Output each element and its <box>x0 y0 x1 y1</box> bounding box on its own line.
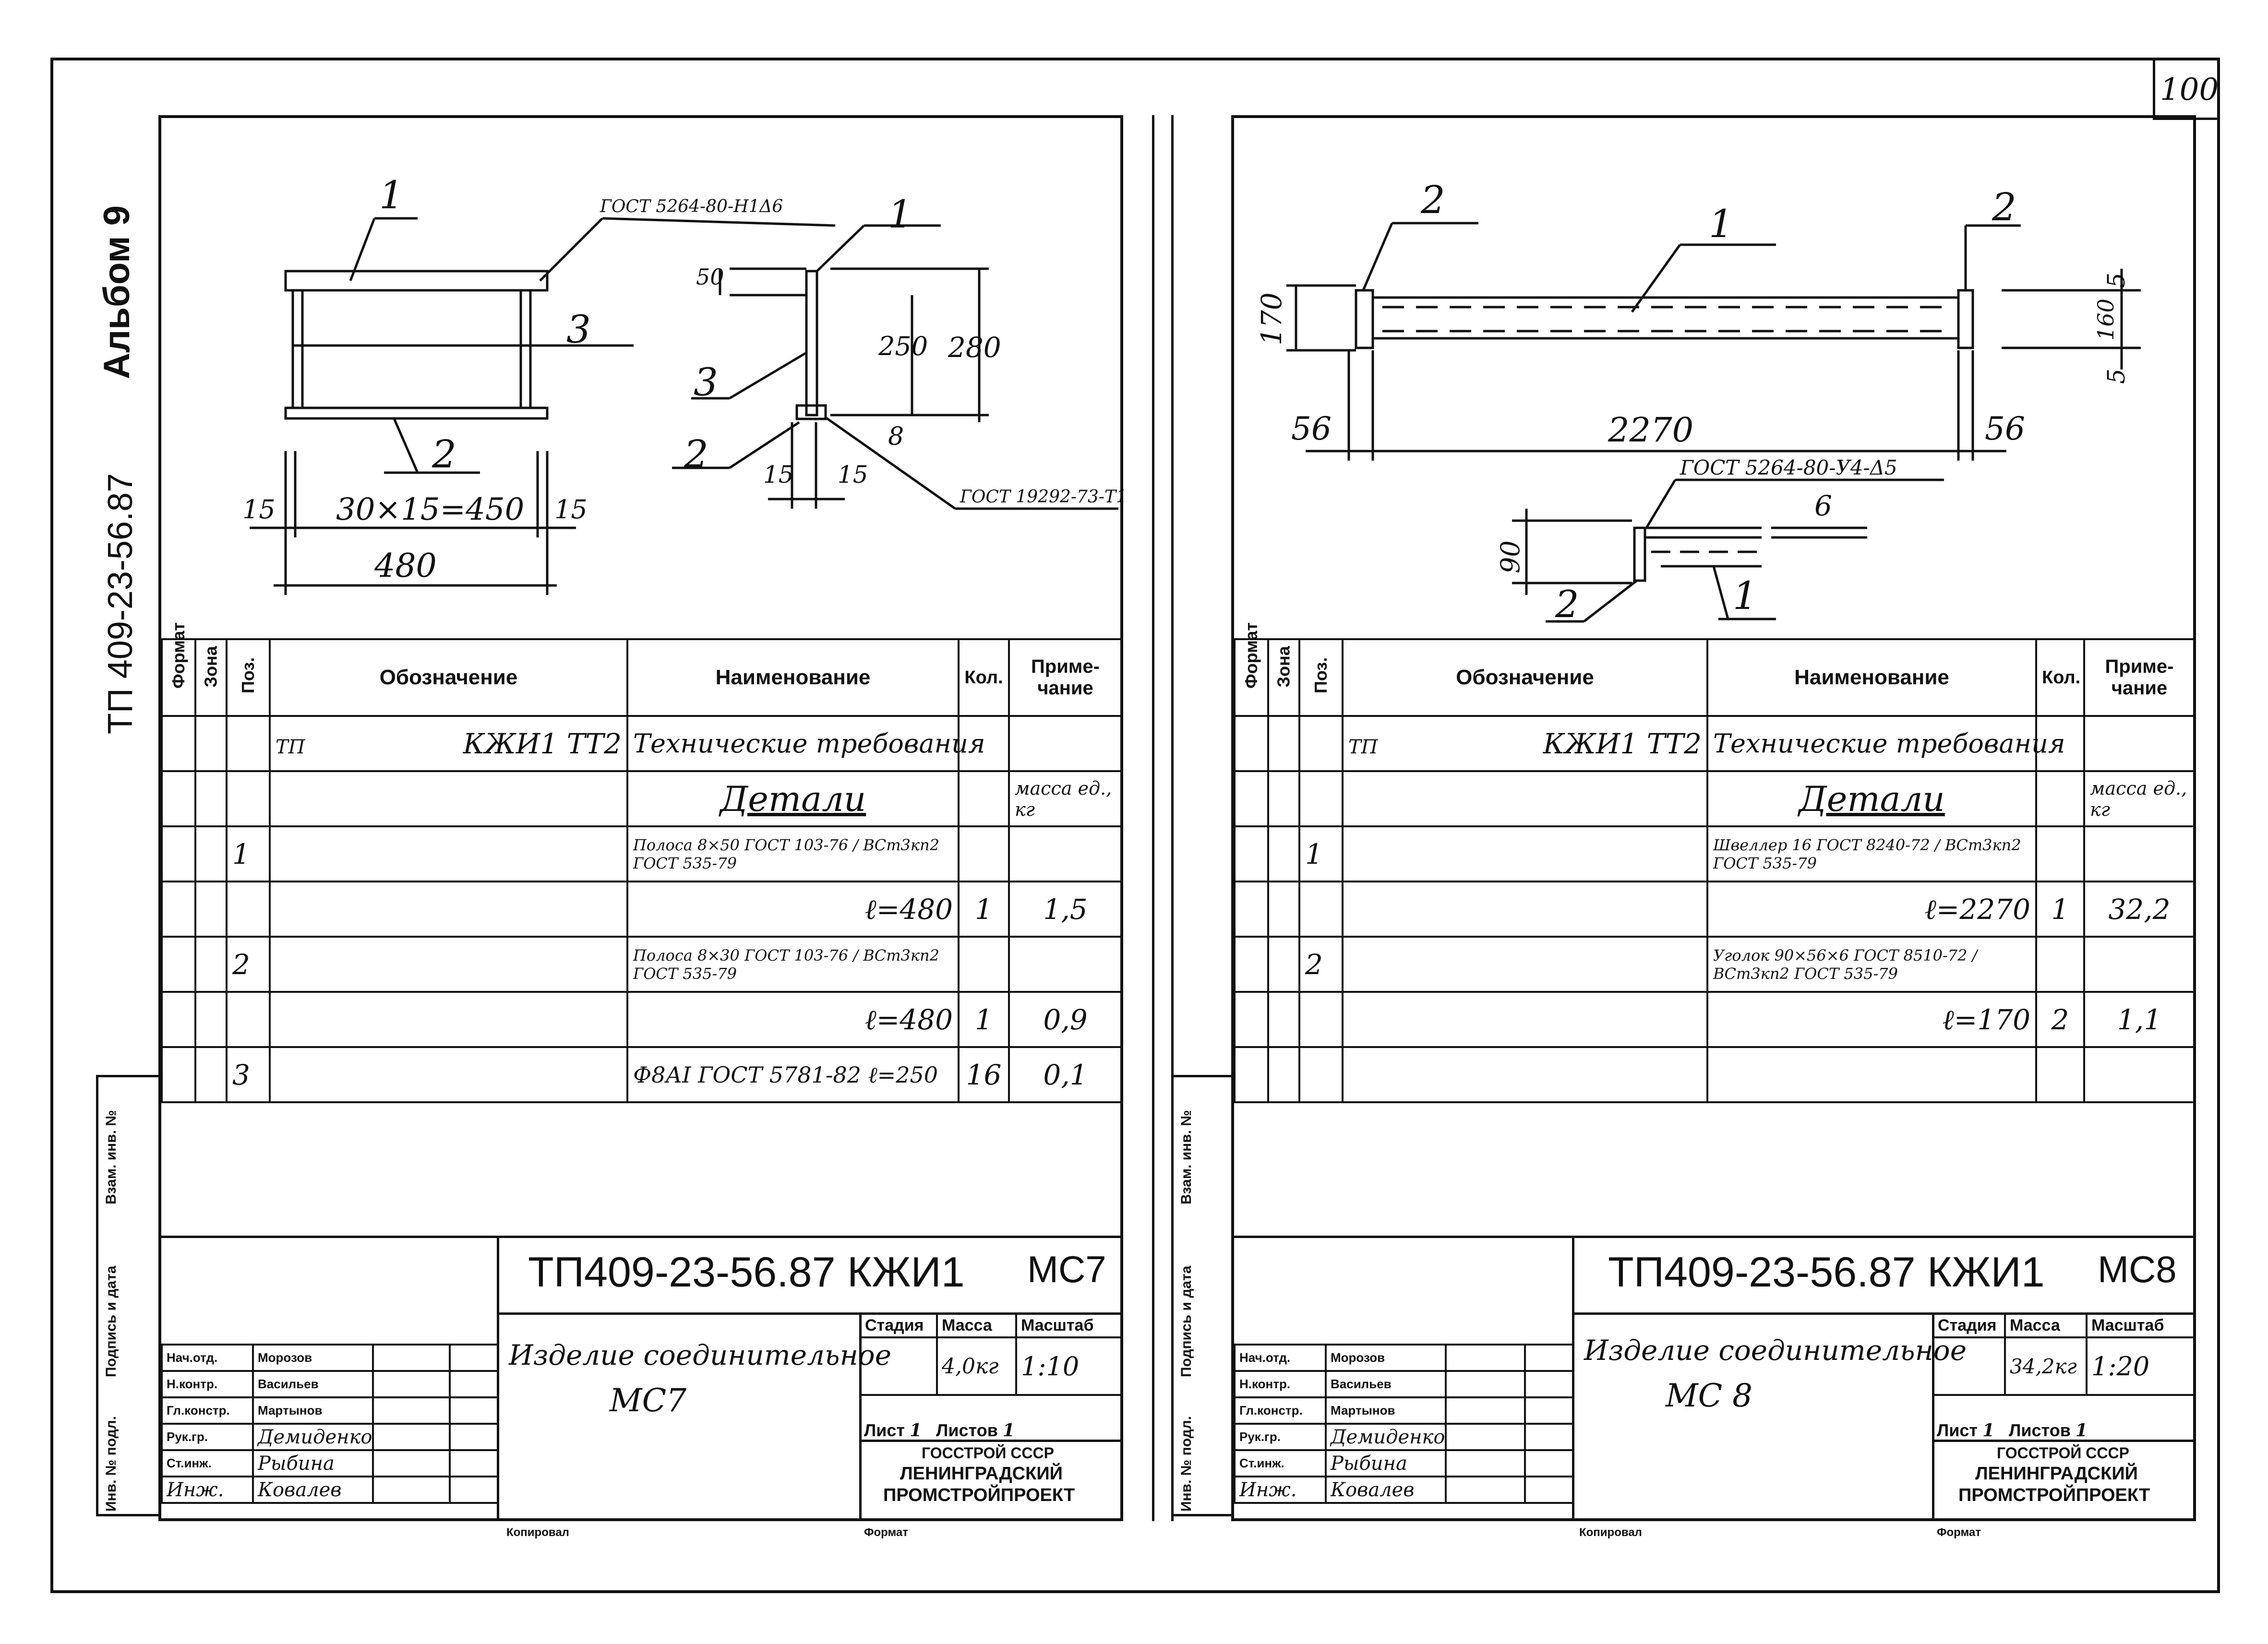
left-org-3: ПРОМСТРОЙПРОЕКТ <box>883 1485 1075 1505</box>
left-mark: МС7 <box>1027 1248 1106 1290</box>
left-dim-250: 250 <box>878 331 928 361</box>
left-product: Изделие соединительное <box>509 1339 892 1371</box>
right-dim-56a: 56 <box>1291 410 1332 447</box>
left-format-label: Формат <box>864 1526 909 1539</box>
hdr-name: Наименование <box>626 638 960 717</box>
left-doc-code: ТП409-23-56.87 КЖИ1 <box>528 1248 965 1296</box>
left-sheet-line: Лист 1 Листов 1 <box>864 1420 1015 1441</box>
table-row: 1 Полоса 8×50 ГОСТ 103-76 / ВСт3кп2 ГОСТ… <box>161 825 1123 882</box>
right-pos2a: 2 <box>1421 178 1445 222</box>
left-dim-span: 30×15=450 <box>336 492 525 527</box>
right-mark: МС8 <box>2098 1248 2177 1290</box>
r-hdr-format: Формат <box>1234 622 1269 717</box>
right-weld: ГОСТ 5264-80-У4-Δ5 <box>1680 456 1897 479</box>
left-dim-50: 50 <box>696 264 724 290</box>
left-dim-8: 8 <box>888 422 904 451</box>
right-org-2: ЛЕНИНГРАДСКИЙ <box>1975 1464 2138 1484</box>
right-spec-table: Формат Зона Поз. Обозначение Наименовани… <box>1234 622 2196 1103</box>
sheet-number: 100 <box>2160 72 2219 107</box>
left-weld-bottom: ГОСТ 19292-73-Т1 <box>960 487 1127 507</box>
table-row: 2 Полоса 8×30 ГОСТ 103-76 / ВСт3кп2 ГОСТ… <box>161 936 1123 993</box>
left-product-mark: МС7 <box>610 1382 687 1419</box>
left-dim-15c: 15 <box>763 461 794 488</box>
r-hdr-note: Приме-чание <box>2083 638 2196 717</box>
r-hdr-zone: Зона <box>1267 638 1300 717</box>
left-title-block <box>161 1236 1121 1521</box>
r-hdr-designation: Обозначение <box>1342 638 1708 717</box>
left-pos2: 2 <box>432 432 456 477</box>
r-hdr-qty: Кол. <box>2035 638 2085 717</box>
right-doc-code: ТП409-23-56.87 КЖИ1 <box>1608 1248 2045 1296</box>
right-copied-label: Копировал <box>1579 1526 1642 1539</box>
left-sec-pos2: 2 <box>684 432 708 477</box>
right-org-3: ПРОМСТРОЙПРОЕКТ <box>1958 1485 2150 1505</box>
sheet-frame <box>50 58 2220 1593</box>
right-sheet-line: Лист 1 Листов 1 <box>1937 1420 2088 1441</box>
right-dim-6: 6 <box>1814 489 1832 522</box>
right-dim-56b: 56 <box>1985 410 2025 447</box>
sheet-number-box <box>2153 58 2220 120</box>
table-row: Детали масса ед., кг <box>161 770 1123 827</box>
table-row: 2 Уголок 90×56×6 ГОСТ 8510-72 / ВСт3кп2 … <box>1234 936 2196 993</box>
right-dim-160: 160 <box>2093 298 2119 341</box>
hdr-format: Формат <box>161 622 196 717</box>
left-dim-15d: 15 <box>838 461 868 488</box>
right-pos2b: 2 <box>1992 185 2016 229</box>
right-sec-pos1: 1 <box>1733 573 1757 618</box>
left-dim-280: 280 <box>948 331 1001 364</box>
right-roles-table: Нач.отд.Морозов Н.контр.Васильев Гл.конс… <box>1234 1344 1574 1504</box>
left-spec-table: Формат Зона Поз. Обозначение Наименовани… <box>161 622 1123 1103</box>
right-dim-90: 90 <box>1495 540 1525 573</box>
center-divider-b <box>1171 115 1174 1521</box>
right-dim-170: 170 <box>1255 292 1288 345</box>
right-dim-5b: 5 <box>2102 369 2130 384</box>
right-product-mark: МС 8 <box>1666 1377 1753 1414</box>
left-roles-table: Нач.отд.Морозов Н.контр.Васильев Гл.конс… <box>161 1344 499 1504</box>
right-pos1: 1 <box>1709 202 1733 246</box>
r-hdr-pos: Поз. <box>1298 638 1344 717</box>
left-org-1: ГОССТРОЙ СССР <box>922 1444 1054 1462</box>
table-row: 1 Швеллер 16 ГОСТ 8240-72 / ВСт3кп2 ГОСТ… <box>1234 825 2196 882</box>
right-product: Изделие соединительное <box>1584 1334 1967 1367</box>
left-copied-label: Копировал <box>506 1526 569 1539</box>
right-strip <box>1171 1075 1234 1516</box>
right-stage-table: Стадия Масса Масштаб 34,2кг 1:20 <box>1932 1312 2196 1396</box>
left-dim-total: 480 <box>374 547 437 585</box>
left-sec-pos1: 1 <box>888 192 912 237</box>
left-sec-pos3: 3 <box>694 360 718 405</box>
table-row: Детали масса ед., кг <box>1234 770 2196 827</box>
hdr-qty: Кол. <box>958 638 1010 717</box>
left-dim-15b: 15 <box>554 494 588 524</box>
right-format-label: Формат <box>1937 1526 1981 1539</box>
left-dim-15a: 15 <box>242 494 276 524</box>
right-sec-pos2: 2 <box>1555 583 1579 626</box>
left-pos3: 3 <box>566 307 591 352</box>
right-org-1: ГОССТРОЙ СССР <box>1997 1444 2129 1462</box>
right-dim-2270: 2270 <box>1608 410 1694 450</box>
hdr-note: Приме-чание <box>1008 638 1123 717</box>
left-pos1: 1 <box>379 173 404 217</box>
right-sheet-frame <box>1231 115 2196 1521</box>
right-dim-5a: 5 <box>2102 273 2130 288</box>
hdr-zone: Зона <box>194 638 228 717</box>
left-stage-table: Стадия Масса Масштаб 4,0кг 1:10 <box>859 1312 1123 1396</box>
r-hdr-name: Наименование <box>1706 638 2037 717</box>
hdr-pos: Поз. <box>226 638 271 717</box>
left-weld-top: ГОСТ 5264-80-Н1Δ6 <box>600 197 783 216</box>
hdr-designation: Обозначение <box>269 638 628 717</box>
right-title-block <box>1234 1236 2194 1521</box>
center-divider <box>1152 115 1154 1521</box>
table-row <box>1234 1046 2196 1103</box>
left-org-2: ЛЕНИНГРАДСКИЙ <box>900 1464 1063 1484</box>
left-sheet-frame <box>158 115 1123 1521</box>
